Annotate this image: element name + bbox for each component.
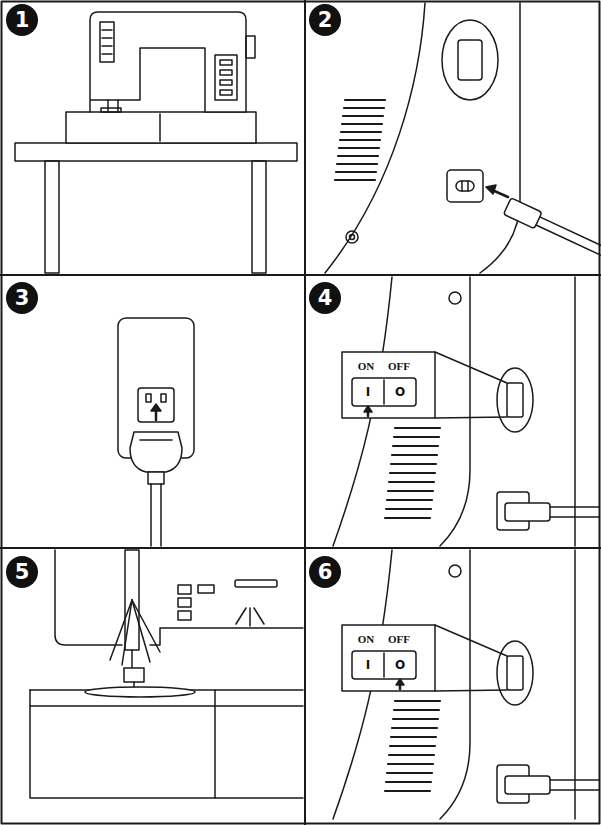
callout-number: 5 xyxy=(15,562,30,583)
switch-mark: O xyxy=(395,386,405,398)
callout-number: 3 xyxy=(15,288,30,309)
wall-outlet xyxy=(118,318,194,546)
switch-mark: I xyxy=(366,659,370,671)
power-switch-on xyxy=(333,277,599,546)
plug-into-machine xyxy=(325,3,601,273)
switch-legend: ON xyxy=(358,361,375,372)
switch-mark: O xyxy=(395,659,405,671)
callout-disc xyxy=(6,4,341,588)
callout-number: 2 xyxy=(318,10,333,31)
callout-number: 4 xyxy=(318,288,333,309)
callout-number: 6 xyxy=(318,562,333,583)
switch-mark: I xyxy=(366,386,370,398)
switch-legend: OFF xyxy=(388,361,410,372)
machine-light-on xyxy=(30,550,303,798)
switch-legend: OFF xyxy=(388,634,410,645)
switch-legend: ON xyxy=(358,634,375,645)
machine-on-table xyxy=(15,12,297,273)
callout-number: 1 xyxy=(15,10,30,31)
power-switch-off xyxy=(333,550,599,819)
